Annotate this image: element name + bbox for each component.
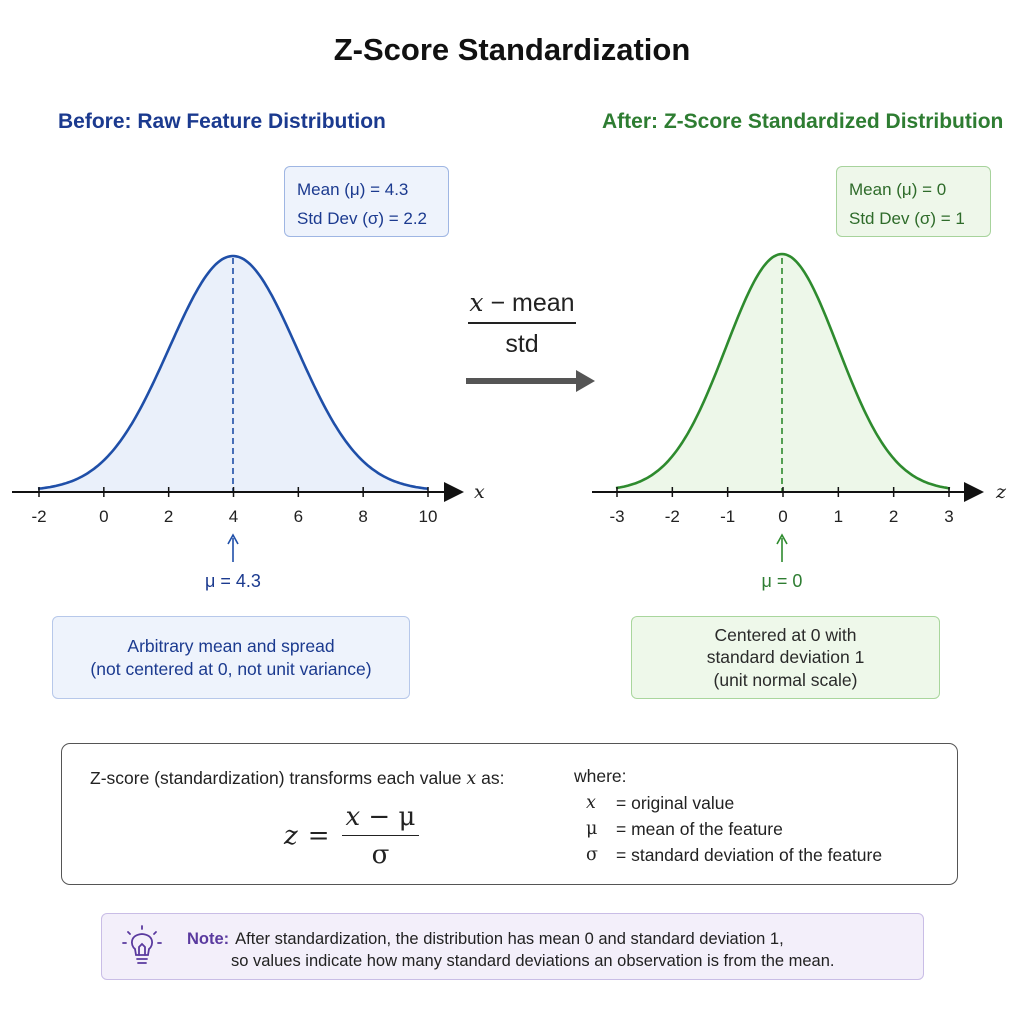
note-box: Note: After standardization, the distribu… <box>101 913 924 980</box>
before-desc-line2: (not centered at 0, not unit variance) <box>90 658 372 679</box>
after-description-box: Centered at 0 with standard deviation 1 … <box>631 616 940 699</box>
page-title: Z-Score Standardization <box>333 32 691 67</box>
after-stats-box: Mean (μ) = 0 Std Dev (σ) = 1 <box>836 166 991 237</box>
after-tick-label: 1 <box>834 507 843 526</box>
def-symbol: x <box>586 793 596 813</box>
note-line1: After standardization, the distribution … <box>235 930 784 948</box>
after-curve <box>615 252 951 490</box>
after-desc-line3: (unit normal scale) <box>713 669 858 690</box>
transform-numerator-var: x <box>469 288 484 317</box>
after-axis-var: z <box>995 481 1007 503</box>
before-ticks: -2 0 2 4 6 8 10 <box>31 487 437 526</box>
formula-box: Z-score (standardization) transforms eac… <box>61 743 958 885</box>
transform-denominator: std <box>505 330 539 358</box>
before-tick-label: -2 <box>31 507 46 526</box>
before-std-stat: Std Dev (σ) = 2.2 <box>297 209 428 228</box>
note-line2: so values indicate how many standard dev… <box>231 952 835 970</box>
formula-fraction: x − μ σ <box>341 802 420 870</box>
formula-equals: = <box>307 821 330 851</box>
after-curve-fill <box>616 254 950 491</box>
before-desc-line1: Arbitrary mean and spread <box>127 636 335 656</box>
def-symbol: μ <box>586 819 598 839</box>
before-description-box: Arbitrary mean and spread (not centered … <box>52 616 410 699</box>
after-heading: After: Z-Score Standardized Distribution <box>602 110 1004 133</box>
def-row-sigma: σ = standard deviation of the feature <box>586 845 882 866</box>
where-label: where: <box>574 766 627 786</box>
formula-intro-var: x <box>466 769 477 789</box>
formula-numerator-var: x <box>345 802 361 832</box>
before-stats-box: Mean (μ) = 4.3 Std Dev (σ) = 2.2 <box>284 166 449 237</box>
def-text: = mean of the feature <box>616 819 783 839</box>
formula-lhs: z <box>284 821 298 851</box>
before-tick-label: 4 <box>229 507 238 526</box>
after-std-stat: Std Dev (σ) = 1 <box>849 209 965 228</box>
formula-numerator: x − μ <box>342 802 420 835</box>
before-curve <box>37 254 429 490</box>
lightbulb-icon <box>122 925 162 964</box>
formula-intro: Z-score (standardization) transforms eac… <box>90 768 505 789</box>
def-text: = standard deviation of the feature <box>616 845 883 865</box>
before-tick-label: 8 <box>358 507 367 526</box>
after-ticks: -3 -2 -1 0 1 2 3 <box>609 487 954 526</box>
zscore-formula: z = x − μ σ <box>284 802 420 870</box>
def-row-x: x = original value <box>586 793 734 814</box>
transform-fraction: x − mean std <box>462 288 582 359</box>
after-desc-line1: Centered at 0 with <box>714 624 857 645</box>
before-tick-label: 6 <box>294 507 303 526</box>
formula-fraction-bar <box>341 835 420 836</box>
formula-intro-text: Z-score (standardization) transforms eac… <box>90 768 467 788</box>
before-mu-label: μ = 4.3 <box>205 571 261 591</box>
after-tick-label: 3 <box>944 507 953 526</box>
note-text: Note: After standardization, the distribu… <box>187 928 835 972</box>
def-text: = original value <box>616 793 735 813</box>
transform-fraction-bar <box>468 322 576 324</box>
def-symbol: σ <box>586 845 598 865</box>
after-mu-label: μ = 0 <box>761 571 803 591</box>
after-tick-label: -3 <box>609 507 624 526</box>
after-desc-line2: standard deviation 1 <box>706 647 865 668</box>
before-tick-label: 0 <box>99 507 108 526</box>
formula-intro-end: as: <box>476 768 505 788</box>
before-axis-var: x <box>474 481 485 503</box>
transform-arrow-head <box>576 370 595 392</box>
after-tick-label: -1 <box>720 507 735 526</box>
after-mu-arrowhead <box>776 533 788 545</box>
before-tick-label: 10 <box>419 507 438 526</box>
before-tick-label: 2 <box>164 507 173 526</box>
before-mu-arrowhead <box>227 533 239 545</box>
after-tick-label: -2 <box>665 507 680 526</box>
after-mean-stat: Mean (μ) = 0 <box>849 180 947 199</box>
after-tick-label: 0 <box>778 507 787 526</box>
def-row-mu: μ = mean of the feature <box>586 819 783 840</box>
after-tick-label: 2 <box>889 507 898 526</box>
before-mean-stat: Mean (μ) = 4.3 <box>297 180 409 199</box>
note-label: Note: <box>187 930 230 948</box>
formula-denominator: σ <box>371 840 390 870</box>
before-heading: Before: Raw Feature Distribution <box>58 110 386 133</box>
transform-numerator-rest: − mean <box>483 289 575 317</box>
transform-numerator: x − mean <box>462 288 582 322</box>
formula-numerator-rest: − μ <box>360 802 416 832</box>
